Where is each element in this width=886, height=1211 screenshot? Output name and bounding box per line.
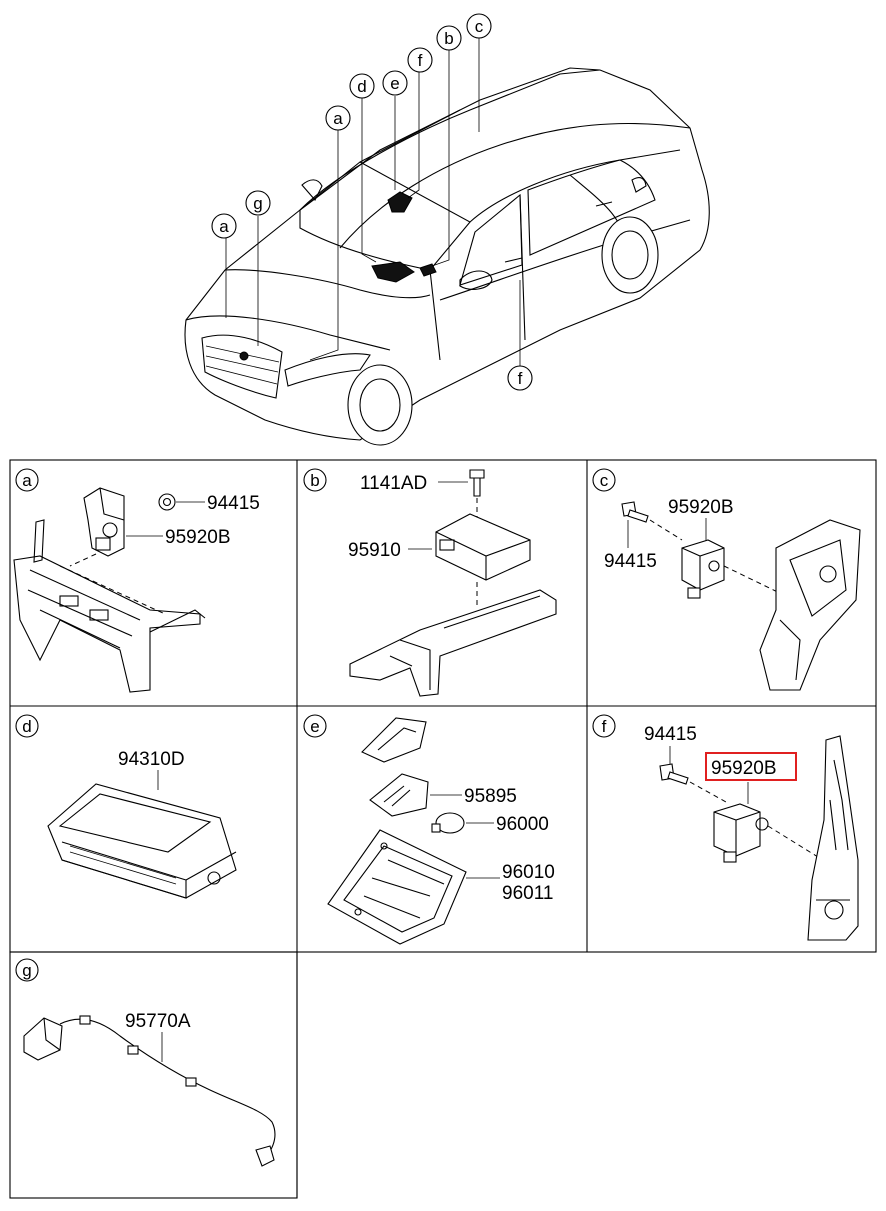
part-number-94415: 94415	[207, 493, 260, 514]
svg-text:g: g	[253, 194, 262, 213]
part-number-1141AD: 1141AD	[360, 473, 427, 494]
part-number-96010: 96010	[502, 862, 555, 883]
panel-d-letter: d	[22, 717, 31, 736]
sensor-bracket-icon	[327, 829, 467, 945]
svg-text:c: c	[475, 17, 484, 36]
callout-f-pillar: f	[407, 47, 433, 73]
impact-sensor-icon	[681, 539, 725, 599]
part-number-94415: 94415	[644, 724, 697, 745]
part-number-96011: 96011	[502, 883, 553, 904]
rain-sensor-icon	[431, 812, 465, 834]
b-pillar-panel-icon	[807, 735, 859, 941]
floor-crossmember-icon	[349, 589, 557, 697]
rear-wheelhouse-panel-icon	[759, 519, 861, 691]
part-number-94310D: 94310D	[118, 749, 185, 770]
instrument-cluster-icon	[47, 783, 237, 899]
callout-e-sensor: e	[382, 70, 408, 96]
radiator-support-icon	[13, 519, 206, 693]
part-number-95920B-highlighted: 95920B	[711, 758, 777, 779]
callout-a-grille: a	[211, 213, 237, 239]
panel-d: d 94310D	[15, 714, 237, 899]
part-number-95770A: 95770A	[125, 1011, 191, 1032]
callout-a-front: a	[325, 105, 351, 131]
part-number-95910: 95910	[348, 540, 401, 561]
panel-c: c 95920B 94415	[592, 468, 861, 691]
sensor-cover-top-icon	[361, 717, 427, 763]
svg-text:e: e	[390, 74, 399, 93]
panel-e: e 95895 96000 96010 96011	[303, 714, 555, 945]
panel-a-letter: a	[22, 471, 32, 490]
callout-c-rear: c	[466, 13, 492, 39]
panel-b: b 1141AD 95910	[303, 468, 557, 697]
bolt-icon	[659, 763, 689, 785]
callout-g-camera: g	[245, 190, 271, 216]
panel-g: g 95770A	[15, 958, 276, 1167]
panel-f: f 94415 95920B	[592, 714, 859, 941]
svg-text:a: a	[333, 109, 343, 128]
panel-a: a 94415 95920B	[13, 468, 260, 693]
panel-e-letter: e	[310, 717, 319, 736]
airbag-control-module-icon	[435, 513, 531, 581]
part-number-94415: 94415	[604, 551, 657, 572]
callout-b-module: b	[436, 25, 462, 51]
bolt-icon	[469, 469, 485, 497]
overview-callouts: a g a d e f b c	[211, 13, 533, 391]
svg-text:b: b	[444, 29, 453, 48]
part-number-95920B: 95920B	[668, 497, 734, 518]
part-number-95895: 95895	[464, 786, 517, 807]
impact-sensor-icon	[83, 487, 125, 557]
bolt-icon	[621, 501, 649, 523]
svg-text:f: f	[518, 369, 523, 388]
panel-b-letter: b	[310, 471, 319, 490]
rain-sensor-cover-icon	[369, 773, 429, 817]
callout-d-airbag: d	[349, 73, 375, 99]
panel-g-letter: g	[22, 961, 31, 980]
impact-sensor-icon	[713, 803, 769, 863]
car-overview	[184, 38, 710, 446]
svg-text:a: a	[219, 217, 229, 236]
nut-icon	[158, 493, 176, 511]
callout-f-side: f	[507, 365, 533, 391]
panel-f-letter: f	[602, 717, 607, 736]
front-camera-harness-icon	[23, 1015, 276, 1167]
panel-c-letter: c	[600, 471, 609, 490]
svg-text:f: f	[418, 51, 423, 70]
part-number-95920B: 95920B	[165, 527, 231, 548]
panel-grid	[9, 459, 877, 1199]
svg-text:d: d	[357, 77, 366, 96]
highlight-box-95920B	[705, 752, 797, 781]
part-number-96000: 96000	[496, 814, 549, 835]
